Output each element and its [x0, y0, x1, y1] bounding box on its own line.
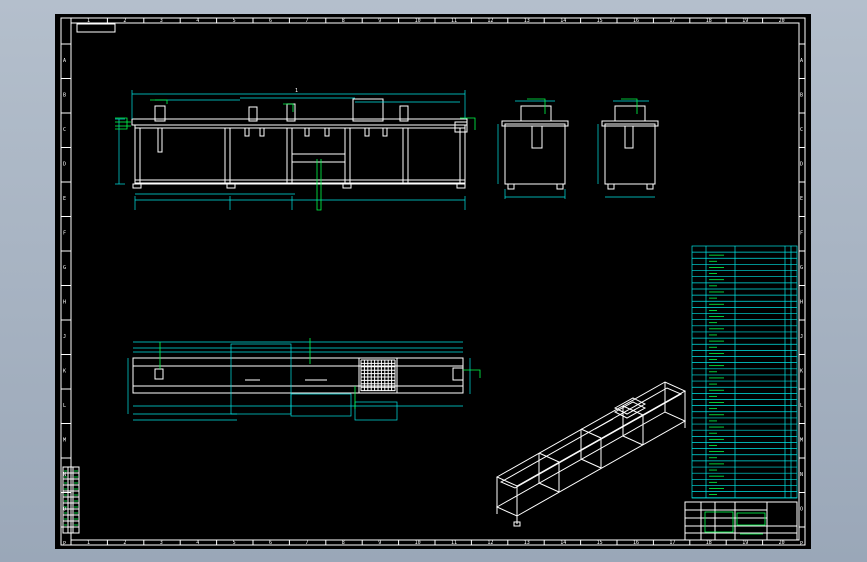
- side-view-right[interactable]: [597, 98, 659, 198]
- zone-letter: N: [63, 472, 66, 478]
- drawing-number-box: [76, 23, 116, 33]
- zone-number: 5: [233, 18, 236, 24]
- zone-number: 20: [779, 18, 785, 24]
- zone-number: 2: [123, 540, 126, 546]
- zone-letter: P: [800, 541, 803, 547]
- zone-number: 15: [597, 18, 603, 24]
- zone-number: 14: [560, 540, 566, 546]
- zone-letter: K: [800, 369, 803, 375]
- zone-number: 17: [669, 540, 675, 546]
- zone-letter: K: [63, 369, 66, 375]
- zone-letter: O: [800, 507, 803, 513]
- zone-number: 9: [378, 18, 381, 24]
- zone-number: 8: [342, 540, 345, 546]
- zone-number: 14: [560, 18, 566, 24]
- zone-number: 10: [415, 18, 421, 24]
- zone-letter: B: [63, 93, 66, 99]
- zone-letter: D: [800, 162, 803, 168]
- zone-number: 1: [87, 540, 90, 546]
- zone-number: 7: [305, 540, 308, 546]
- zone-number: 19: [742, 540, 748, 546]
- zone-letter: M: [63, 438, 66, 444]
- zone-letter: G: [800, 265, 803, 271]
- zone-letter: J: [800, 334, 803, 340]
- zone-number: 16: [633, 540, 639, 546]
- zone-number: 10: [415, 540, 421, 546]
- sheet-inner-border: [70, 22, 800, 541]
- zone-number: 12: [487, 540, 493, 546]
- zone-number: 13: [524, 18, 530, 24]
- front-view[interactable]: 1: [115, 88, 476, 211]
- zone-letter: H: [63, 300, 66, 306]
- zone-number: 13: [524, 540, 530, 546]
- zone-number: 6: [269, 18, 272, 24]
- grid-block: [360, 359, 396, 392]
- zone-number: 11: [451, 540, 457, 546]
- zone-number: 8: [342, 18, 345, 24]
- zone-number: 7: [305, 18, 308, 24]
- zone-letter: C: [63, 127, 66, 133]
- zone-number: 4: [196, 540, 199, 546]
- zone-number: 15: [597, 540, 603, 546]
- zone-letter: J: [63, 334, 66, 340]
- front-top-rail: [131, 118, 468, 126]
- zone-number: 18: [706, 540, 712, 546]
- zone-letter: F: [800, 231, 803, 237]
- isometric-view[interactable]: [495, 381, 687, 527]
- zone-number: 20: [779, 540, 785, 546]
- zone-number: 4: [196, 18, 199, 24]
- zone-letter: E: [800, 196, 803, 202]
- zone-number: 19: [742, 18, 748, 24]
- zone-letter: G: [63, 265, 66, 271]
- zone-number: 1: [87, 18, 90, 24]
- zone-letter: F: [63, 231, 66, 237]
- zone-letter: L: [63, 403, 66, 409]
- title-block[interactable]: [684, 501, 798, 541]
- zone-number: 3: [160, 540, 163, 546]
- zone-number: 2: [123, 18, 126, 24]
- revision-block[interactable]: [62, 466, 80, 534]
- zone-letter: H: [800, 300, 803, 306]
- zone-number: 3: [160, 18, 163, 24]
- sheet-outer-border: [60, 17, 806, 546]
- zone-number: 18: [706, 18, 712, 24]
- zone-number: 5: [233, 540, 236, 546]
- zone-number: 17: [669, 18, 675, 24]
- zone-letter: A: [800, 58, 803, 64]
- svg-text:1: 1: [295, 88, 298, 94]
- zone-letter: D: [63, 162, 66, 168]
- zone-number: 11: [451, 18, 457, 24]
- zone-number: 12: [487, 18, 493, 24]
- zone-number: 9: [378, 540, 381, 546]
- zone-letter: N: [800, 472, 803, 478]
- zone-number: 6: [269, 540, 272, 546]
- zone-letter: L: [800, 403, 803, 409]
- zone-letter: A: [63, 58, 66, 64]
- zone-number: 16: [633, 18, 639, 24]
- bom-table[interactable]: [691, 245, 798, 499]
- zone-letter: P: [63, 541, 66, 547]
- top-view[interactable]: [127, 338, 481, 421]
- zone-letter: C: [800, 127, 803, 133]
- zone-letter: E: [63, 196, 66, 202]
- zone-letter: M: [800, 438, 803, 444]
- zone-letter: B: [800, 93, 803, 99]
- side-view-left[interactable]: [497, 98, 569, 199]
